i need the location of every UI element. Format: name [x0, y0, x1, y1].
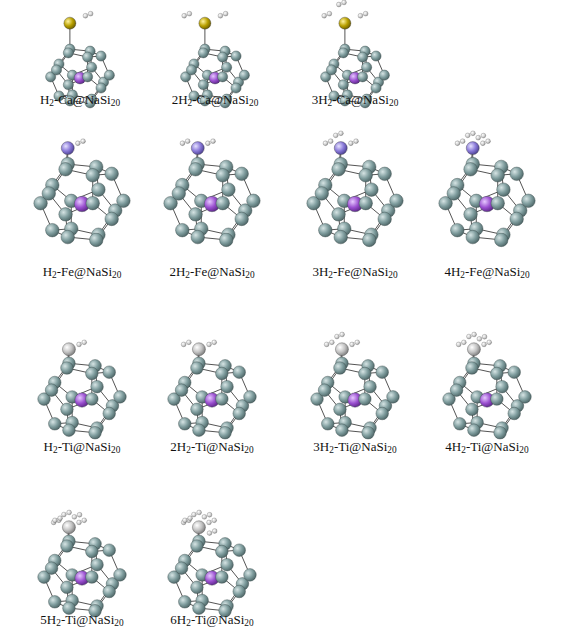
structure-caption: 3H2-Fe@NaSi20 [312, 264, 397, 280]
cluster-model [38, 340, 126, 439]
cluster-model [311, 332, 399, 439]
cluster-model [34, 139, 130, 247]
cluster-model [38, 510, 126, 617]
structure-caption: H2-Fe@NaSi20 [43, 264, 122, 280]
structure-caption: 2H2-Fe@NaSi20 [169, 264, 254, 280]
structure-caption: H2-Ca@NaSi20 [40, 92, 120, 108]
structure-caption: 2H2-Ti@NaSi20 [170, 439, 253, 455]
structure-caption: 6H2-Ti@NaSi20 [170, 612, 253, 628]
cluster-model [164, 139, 260, 247]
structure-caption: 4H2-Ti@NaSi20 [445, 439, 528, 455]
structure-caption: 4H2-Fe@NaSi20 [444, 264, 529, 280]
cluster-model [321, 0, 390, 108]
cluster-model [168, 340, 256, 439]
cluster-model [307, 131, 403, 247]
structure-caption: 3H2-Ti@NaSi20 [313, 439, 396, 455]
structure-caption: 2H2-Ca@NaSi20 [172, 92, 259, 108]
structure-caption: 5H2-Ti@NaSi20 [40, 612, 123, 628]
structure-caption: 3H2-Ca@NaSi20 [312, 92, 399, 108]
cluster-model [439, 131, 535, 247]
cluster-model [443, 332, 531, 439]
structure-caption: H2-Ti@NaSi20 [44, 439, 121, 455]
cluster-model [168, 510, 256, 617]
